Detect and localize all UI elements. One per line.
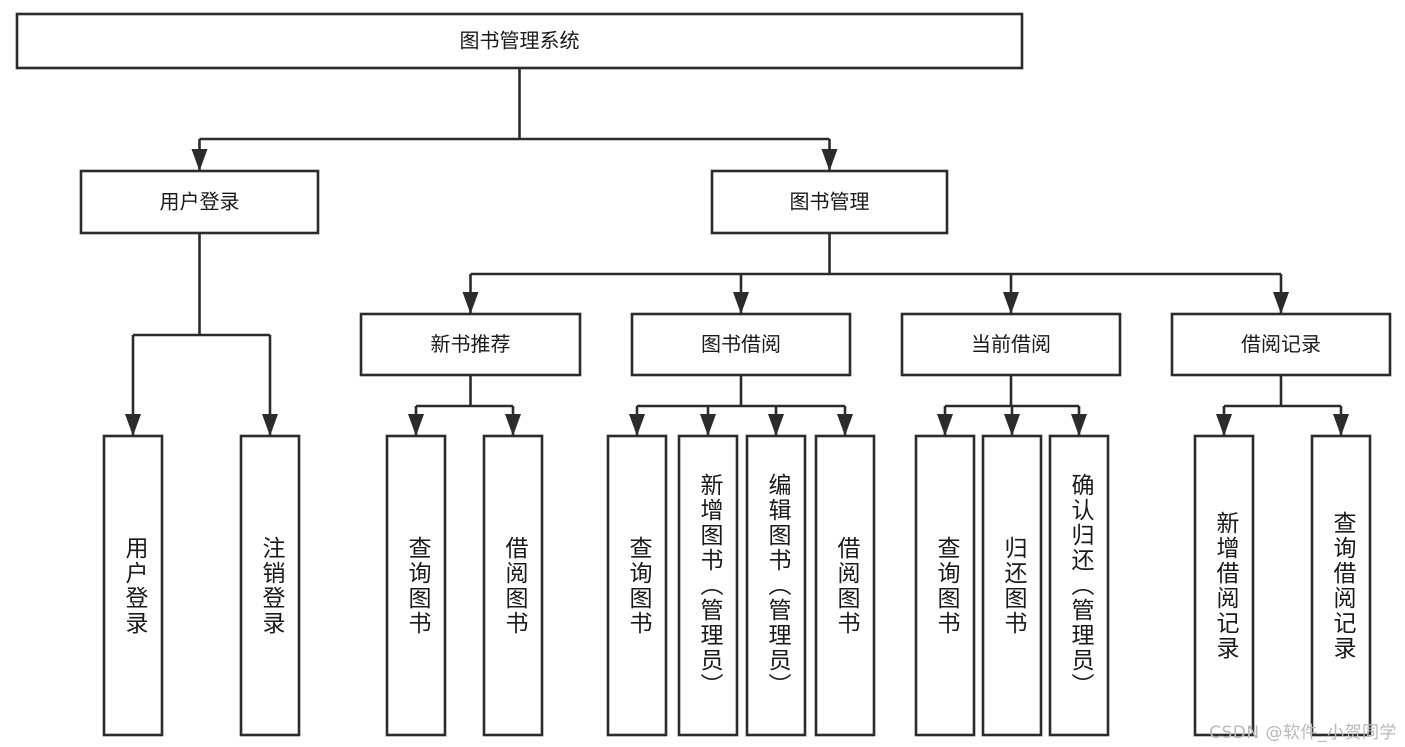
book-manage-to-level3-arrow-0 bbox=[462, 292, 479, 314]
borrow-record-to-leaves-arrow-1 bbox=[1333, 414, 1349, 436]
book-borrow-to-leaves-arrow-1 bbox=[700, 414, 716, 436]
leaf-box-leaf-borrow-book-1[interactable] bbox=[482, 434, 544, 737]
node-label-root: 图书管理系统 bbox=[460, 29, 580, 53]
node-label-borrow-record: 借阅记录 bbox=[1241, 332, 1321, 356]
book-manage-to-level3-arrow-2 bbox=[1003, 292, 1019, 314]
borrow-record-to-leaves-arrow-0 bbox=[1216, 414, 1232, 436]
leaf-box-leaf-query-book-1[interactable] bbox=[385, 434, 447, 737]
book-manage-to-level3-arrow-3 bbox=[1273, 292, 1289, 314]
node-label-book-borrow: 图书借阅 bbox=[701, 332, 781, 356]
user-login-to-leaves-arrow-0 bbox=[125, 414, 141, 436]
new-book-rec-to-leaves-arrow-1 bbox=[505, 414, 521, 436]
root-to-level2-arrow-0 bbox=[191, 149, 208, 171]
node-box-user-login[interactable] bbox=[79, 169, 320, 235]
new-book-rec-to-leaves-arrow-0 bbox=[408, 414, 424, 436]
edges-layer bbox=[125, 68, 1349, 436]
node-box-new-book-rec[interactable] bbox=[359, 312, 582, 377]
leaf-box-leaf-borrow-book-2[interactable] bbox=[814, 434, 876, 737]
node-label-book-manage: 图书管理 bbox=[790, 190, 870, 214]
current-borrow-to-leaves-arrow-0 bbox=[937, 414, 953, 436]
leaf-box-leaf-logout[interactable] bbox=[239, 434, 301, 737]
current-borrow-to-leaves-arrow-1 bbox=[1004, 414, 1020, 436]
node-box-book-manage[interactable] bbox=[710, 169, 949, 235]
current-borrow-to-leaves-arrow-2 bbox=[1071, 414, 1087, 436]
leaf-box-leaf-confirm-return[interactable] bbox=[1048, 434, 1110, 737]
leaf-box-leaf-query-book-3[interactable] bbox=[914, 434, 976, 737]
user-login-to-leaves-arrow-1 bbox=[262, 414, 278, 436]
book-borrow-to-leaves-arrow-3 bbox=[837, 414, 853, 436]
node-box-borrow-record[interactable] bbox=[1170, 312, 1392, 377]
book-borrow-to-leaves-arrow-2 bbox=[768, 414, 784, 436]
node-label-new-book-rec: 新书推荐 bbox=[431, 332, 511, 356]
root-to-level2-arrow-1 bbox=[821, 149, 838, 171]
leaf-box-leaf-return-book[interactable] bbox=[981, 434, 1043, 737]
node-label-current-borrow: 当前借阅 bbox=[971, 332, 1051, 356]
node-box-root[interactable] bbox=[15, 12, 1024, 70]
leaf-box-leaf-add-book[interactable] bbox=[677, 434, 739, 737]
leaf-box-leaf-user-login[interactable] bbox=[102, 434, 164, 737]
leaf-box-leaf-add-record[interactable] bbox=[1193, 434, 1255, 737]
leaf-box-leaf-edit-book[interactable] bbox=[745, 434, 807, 737]
node-box-book-borrow[interactable] bbox=[630, 312, 852, 377]
leaf-box-leaf-query-book-2[interactable] bbox=[606, 434, 668, 737]
book-manage-to-level3-arrow-1 bbox=[733, 292, 749, 314]
node-label-user-login: 用户登录 bbox=[160, 190, 240, 214]
book-borrow-to-leaves-arrow-0 bbox=[629, 414, 645, 436]
csdn-watermark: CSDN @软件_小贺同学 bbox=[1209, 723, 1397, 743]
leaf-box-leaf-query-record[interactable] bbox=[1310, 434, 1372, 737]
node-box-current-borrow[interactable] bbox=[900, 312, 1122, 377]
